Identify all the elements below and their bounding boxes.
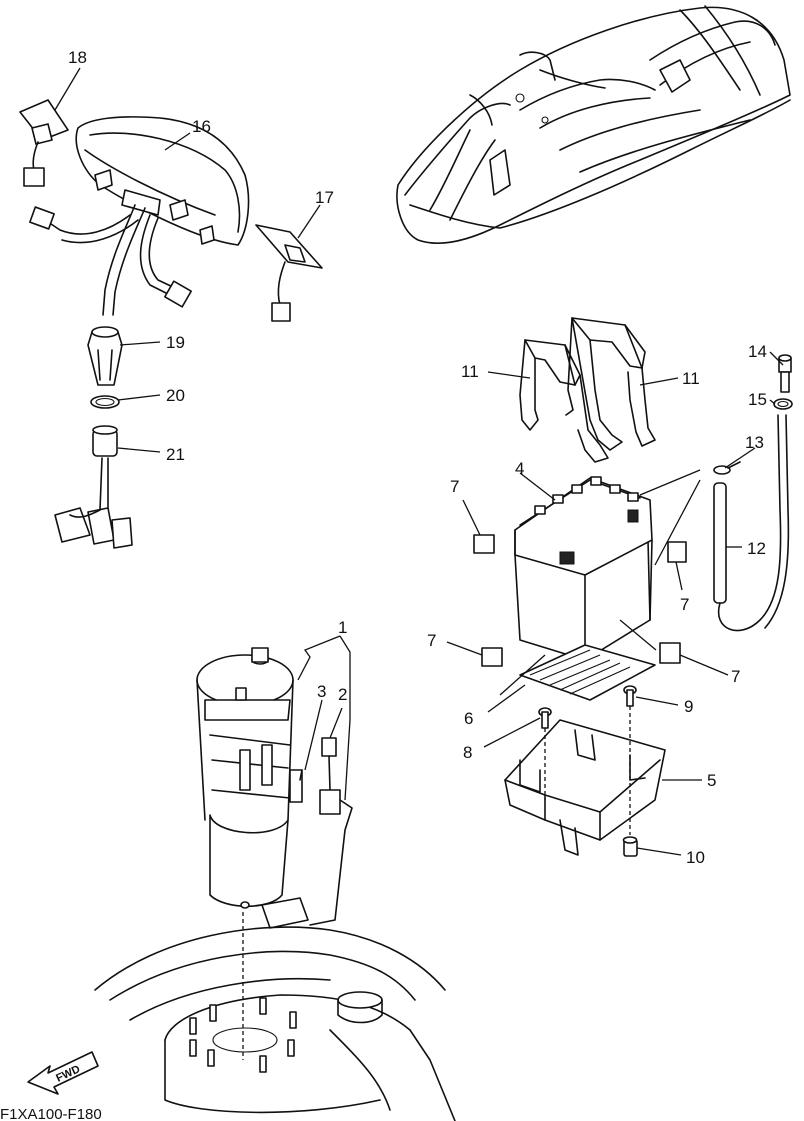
label-7-upper-left: 7 (450, 477, 459, 496)
harness-plug (54, 457, 133, 549)
label-12: 12 (747, 539, 766, 558)
battery-4 (514, 476, 653, 661)
label-11-right: 11 (682, 369, 700, 388)
diagram-code: F1XA100-F180 (0, 1106, 102, 1121)
label-7-lower-right: 7 (731, 667, 740, 686)
battery-band-right (565, 317, 656, 451)
label-6: 6 (464, 709, 473, 728)
label-5: 5 (707, 771, 716, 790)
sensor-18 (19, 99, 69, 187)
fuel-pump-1 (196, 647, 294, 909)
label-8: 8 (463, 743, 472, 762)
pad-7-lower-right (659, 642, 681, 664)
nut-10 (622, 836, 638, 857)
fwd-label: FWD (54, 1063, 82, 1084)
fuel-harness-2 (261, 737, 353, 929)
label-9: 9 (684, 697, 693, 716)
pad-7-upper-right (667, 541, 687, 563)
label-7-upper-right: 7 (680, 595, 689, 614)
pad-7-upper-left (473, 534, 495, 554)
pad-7-lower-left (481, 647, 503, 667)
label-16: 16 (192, 117, 211, 136)
label-15: 15 (748, 390, 767, 409)
label-13: 13 (745, 433, 764, 452)
label-14: 14 (748, 342, 767, 361)
battery-box-5 (504, 719, 666, 856)
label-19: 19 (166, 333, 185, 352)
label-18: 18 (68, 48, 87, 67)
fitting-14 (778, 354, 792, 393)
clamp-20 (90, 395, 120, 409)
label-17: 17 (315, 188, 334, 207)
vent-tube-12 (713, 414, 790, 632)
forward-arrow-icon: FWD (27, 1051, 99, 1095)
label-2: 2 (338, 685, 347, 704)
label-11-left: 11 (461, 362, 479, 381)
watercraft-illustration (396, 5, 791, 244)
label-3: 3 (317, 682, 326, 701)
label-21: 21 (166, 445, 185, 464)
bolt-9 (623, 685, 637, 707)
bolt-8 (538, 707, 552, 729)
battery-band-left (519, 339, 609, 463)
clamp-15 (773, 398, 793, 410)
meter-assembly (75, 116, 250, 246)
grommet-19 (87, 326, 123, 386)
leader-lines (54, 67, 784, 856)
label-10: 10 (686, 848, 705, 867)
clip-13 (713, 461, 741, 475)
fuel-level-sender-3 (289, 769, 303, 803)
label-1: 1 (338, 618, 347, 637)
sleeve-21 (92, 425, 118, 457)
label-20: 20 (166, 386, 185, 405)
label-4: 4 (515, 459, 524, 478)
sensor-17 (255, 224, 323, 322)
meter-harness (29, 204, 192, 316)
fuel-tank (94, 926, 456, 1121)
label-7-lower-left: 7 (427, 631, 436, 650)
battery-mat-6 (519, 644, 656, 701)
